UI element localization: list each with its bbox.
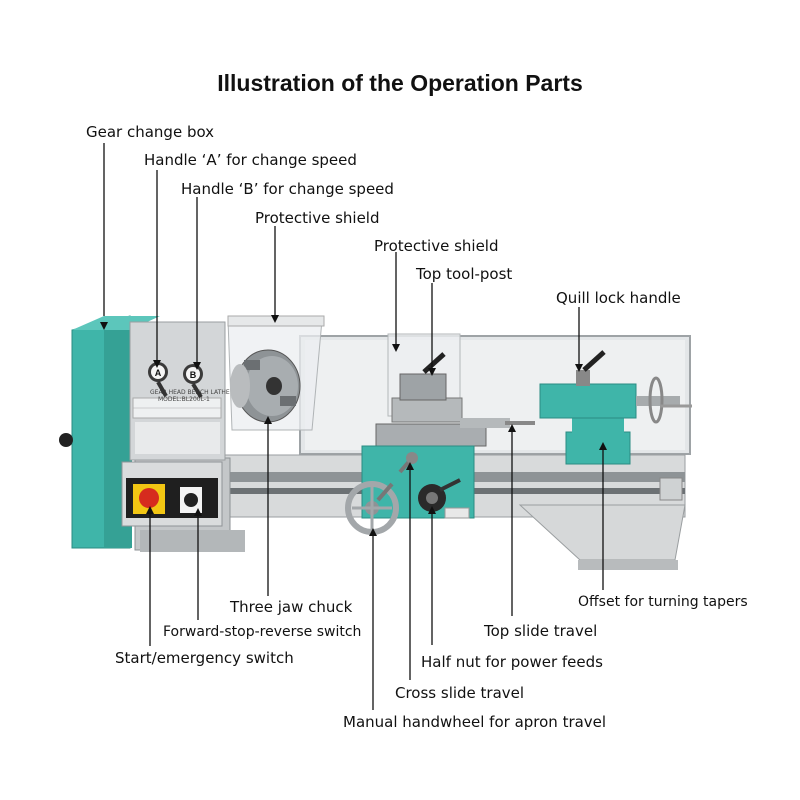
emergency-stop-button <box>139 488 159 508</box>
label-quill-lock-handle: Quill lock handle <box>556 289 681 307</box>
knob-a-letter: A <box>155 368 162 378</box>
model-text: MODEL:BL200L-1 <box>158 396 210 403</box>
label-handle-a: Handle ‘A’ for change speed <box>144 151 357 169</box>
label-top-tool-post: Top tool-post <box>416 265 512 283</box>
label-half-nut: Half nut for power feeds <box>421 653 603 671</box>
label-three-jaw-chuck: Three jaw chuck <box>230 598 352 616</box>
label-protective-shield-toolpost: Protective shield <box>374 237 498 255</box>
apron-handwheel <box>348 484 396 532</box>
switch-panel <box>122 462 222 526</box>
label-offset-tapers: Offset for turning tapers <box>578 594 748 610</box>
label-manual-handwheel: Manual handwheel for apron travel <box>343 713 606 731</box>
label-forward-stop-reverse: Forward-stop-reverse switch <box>163 624 361 640</box>
label-start-emergency: Start/emergency switch <box>115 649 294 667</box>
knob-b-letter: B <box>190 370 197 380</box>
label-gear-change-box: Gear change box <box>86 123 214 141</box>
label-top-slide-travel: Top slide travel <box>484 622 597 640</box>
label-cross-slide-travel: Cross slide travel <box>395 684 524 702</box>
label-handle-b: Handle ‘B’ for change speed <box>181 180 394 198</box>
label-protective-shield-chuck: Protective shield <box>255 209 379 227</box>
headstock-panel: GEAR HEAD BENCH LATHE MODEL:BL200L-1 <box>130 322 230 460</box>
